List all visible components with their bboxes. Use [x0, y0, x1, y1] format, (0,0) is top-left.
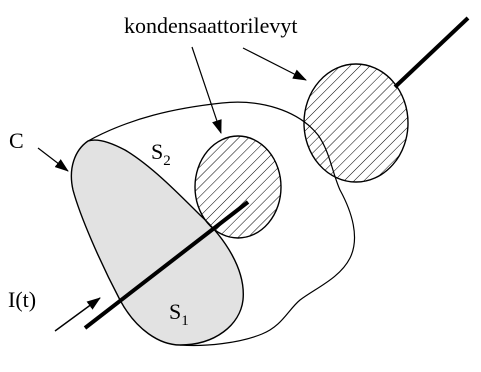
wire-out: [393, 16, 470, 89]
current-label: I(t): [8, 287, 36, 312]
surface-s1-index: 1: [181, 313, 189, 329]
surface-s1-label: S1: [169, 299, 189, 329]
pointer-to-far-plate: [242, 47, 307, 81]
surface-s2-index: 2: [163, 153, 171, 169]
wire-in: [83, 200, 250, 330]
plates-label: kondensaattorilevyt: [124, 13, 298, 38]
pointer-to-curve-c: [37, 147, 69, 172]
capacitor-plate-near: [194, 135, 282, 239]
curve-c-label: C: [9, 128, 24, 153]
current-arrow: [54, 297, 101, 332]
surface-s2-label: S2: [151, 139, 171, 169]
surface-s2-letter: S: [151, 139, 163, 164]
surface-s1: [70, 139, 244, 346]
pointer-to-near-plate: [191, 46, 222, 134]
surface-s1-letter: S: [169, 299, 181, 324]
capacitor-plate-far: [303, 63, 409, 183]
surface-s2-outline: [87, 101, 356, 347]
